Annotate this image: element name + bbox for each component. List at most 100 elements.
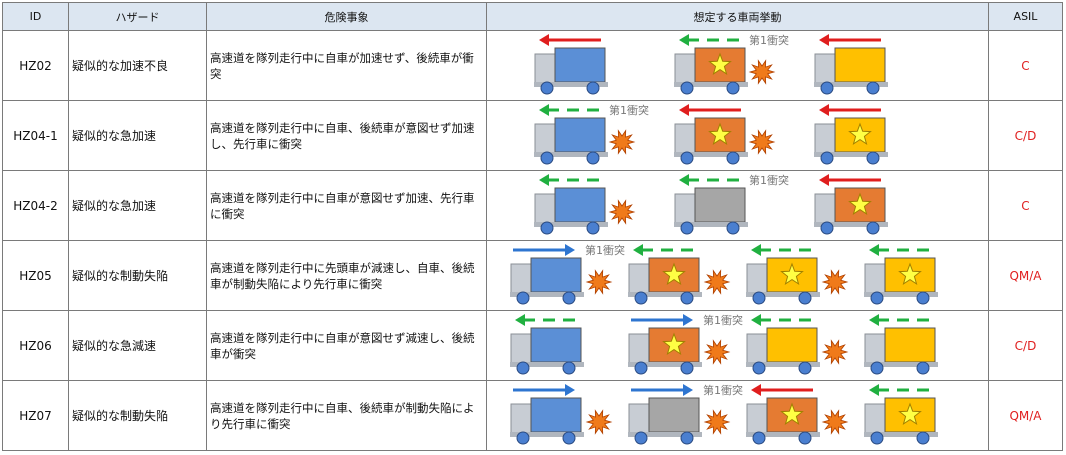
star-icon bbox=[848, 122, 872, 145]
collision-label: 第1衝突 bbox=[749, 33, 789, 47]
collision-burst-icon bbox=[703, 338, 731, 365]
arrow-icon bbox=[679, 33, 741, 46]
star-icon bbox=[662, 262, 686, 285]
star-icon bbox=[848, 192, 872, 215]
vehicle-blue bbox=[510, 397, 584, 444]
vehicle-diagram: 第1衝突 bbox=[534, 33, 888, 94]
row-id: HZ04-2 bbox=[2, 170, 69, 241]
vehicle-blue bbox=[534, 47, 608, 94]
arrow-icon bbox=[633, 243, 695, 256]
arrow-icon bbox=[819, 103, 881, 116]
row-asil: C/D bbox=[988, 310, 1063, 381]
arrow-icon bbox=[869, 243, 931, 256]
row-hazard: 疑似的な制動失陥 bbox=[68, 380, 207, 451]
row-hazard: 疑似的な急加速 bbox=[68, 170, 207, 241]
arrow-icon bbox=[631, 313, 693, 326]
row-id: HZ06 bbox=[2, 310, 69, 381]
vehicle-orange bbox=[746, 397, 820, 444]
row-event: 高速道を隊列走行中に自車が意図せず減速し、後続車が衝突 bbox=[206, 310, 487, 381]
row-hazard: 疑似的な急減速 bbox=[68, 310, 207, 381]
vehicle-diagram: 第1衝突 bbox=[510, 243, 938, 304]
arrow-icon bbox=[539, 173, 601, 186]
row-id: HZ04-1 bbox=[2, 100, 69, 171]
arrow-icon bbox=[513, 383, 575, 396]
arrow-icon bbox=[751, 243, 813, 256]
collision-burst-icon bbox=[821, 408, 849, 435]
arrow-icon bbox=[515, 313, 577, 326]
arrow-icon bbox=[631, 383, 693, 396]
collision-burst-icon bbox=[821, 268, 849, 295]
row-event: 高速道を隊列走行中に自車が加速せず、後続車が衝突 bbox=[206, 30, 487, 101]
vehicle-orange bbox=[674, 47, 748, 94]
star-icon bbox=[662, 332, 686, 355]
collision-burst-icon bbox=[748, 128, 776, 155]
collision-label: 第1衝突 bbox=[703, 313, 743, 327]
row-behavior: 第1衝突 bbox=[486, 380, 989, 451]
collision-burst-icon bbox=[608, 198, 636, 225]
header-hazard: ハザード bbox=[68, 2, 207, 31]
row-behavior: 第1衝突 bbox=[486, 240, 989, 311]
vehicle-yellow bbox=[746, 327, 820, 374]
vehicle-diagram: 第1衝突 bbox=[534, 103, 888, 164]
header-event: 危険事象 bbox=[206, 2, 487, 31]
row-behavior: 第1衝突 bbox=[486, 30, 989, 101]
star-icon bbox=[780, 402, 804, 425]
arrow-icon bbox=[819, 33, 881, 46]
row-event: 高速道を隊列走行中に自車、後続車が制動失陥により先行車に衝突 bbox=[206, 380, 487, 451]
row-behavior: 第1衝突 bbox=[486, 310, 989, 381]
collision-burst-icon bbox=[748, 58, 776, 85]
vehicle-diagram: 第1衝突 bbox=[510, 313, 938, 374]
vehicle-yellow bbox=[864, 327, 938, 374]
row-hazard: 疑似的な制動失陥 bbox=[68, 240, 207, 311]
arrow-icon bbox=[679, 173, 741, 186]
row-id: HZ02 bbox=[2, 30, 69, 101]
vehicle-gray bbox=[674, 187, 748, 234]
collision-burst-icon bbox=[585, 408, 613, 435]
row-event: 高速道を隊列走行中に先頭車が減速し、自車、後続車が制動失陥により先行車に衝突 bbox=[206, 240, 487, 311]
collision-burst-icon bbox=[821, 338, 849, 365]
vehicle-diagram: 第1衝突 bbox=[510, 383, 938, 444]
vehicle-yellow bbox=[746, 257, 820, 304]
row-id: HZ07 bbox=[2, 380, 69, 451]
star-icon bbox=[780, 262, 804, 285]
row-id: HZ05 bbox=[2, 240, 69, 311]
vehicle-yellow bbox=[814, 47, 888, 94]
header-asil: ASIL bbox=[988, 2, 1063, 31]
vehicle-blue bbox=[534, 187, 608, 234]
header-row: ID ハザード 危険事象 想定する車両挙動 ASIL bbox=[2, 2, 1063, 31]
row-asil: C bbox=[988, 170, 1063, 241]
collision-burst-icon bbox=[703, 268, 731, 295]
arrow-icon bbox=[513, 243, 575, 256]
arrow-icon bbox=[539, 33, 601, 46]
row-asil: C bbox=[988, 30, 1063, 101]
row-event: 高速道を隊列走行中に自車、後続車が意図せず加速し、先行車に衝突 bbox=[206, 100, 487, 171]
row-hazard: 疑似的な加速不良 bbox=[68, 30, 207, 101]
arrow-icon bbox=[751, 383, 813, 396]
row-behavior: 第1衝突 bbox=[486, 170, 989, 241]
arrow-icon bbox=[869, 313, 931, 326]
vehicle-orange bbox=[628, 257, 702, 304]
row-behavior: 第1衝突 bbox=[486, 100, 989, 171]
collision-burst-icon bbox=[585, 268, 613, 295]
collision-label: 第1衝突 bbox=[703, 383, 743, 397]
row-asil: QM/A bbox=[988, 240, 1063, 311]
star-icon bbox=[898, 402, 922, 425]
vehicle-yellow bbox=[814, 117, 888, 164]
row-asil: C/D bbox=[988, 100, 1063, 171]
vehicle-orange bbox=[814, 187, 888, 234]
vehicle-yellow bbox=[864, 257, 938, 304]
arrow-icon bbox=[869, 383, 931, 396]
arrow-icon bbox=[539, 103, 601, 116]
collision-burst-icon bbox=[703, 408, 731, 435]
vehicle-blue bbox=[510, 327, 584, 374]
row-asil: QM/A bbox=[988, 380, 1063, 451]
arrow-icon bbox=[819, 173, 881, 186]
row-event: 高速道を隊列走行中に自車が意図せず加速、先行車に衝突 bbox=[206, 170, 487, 241]
